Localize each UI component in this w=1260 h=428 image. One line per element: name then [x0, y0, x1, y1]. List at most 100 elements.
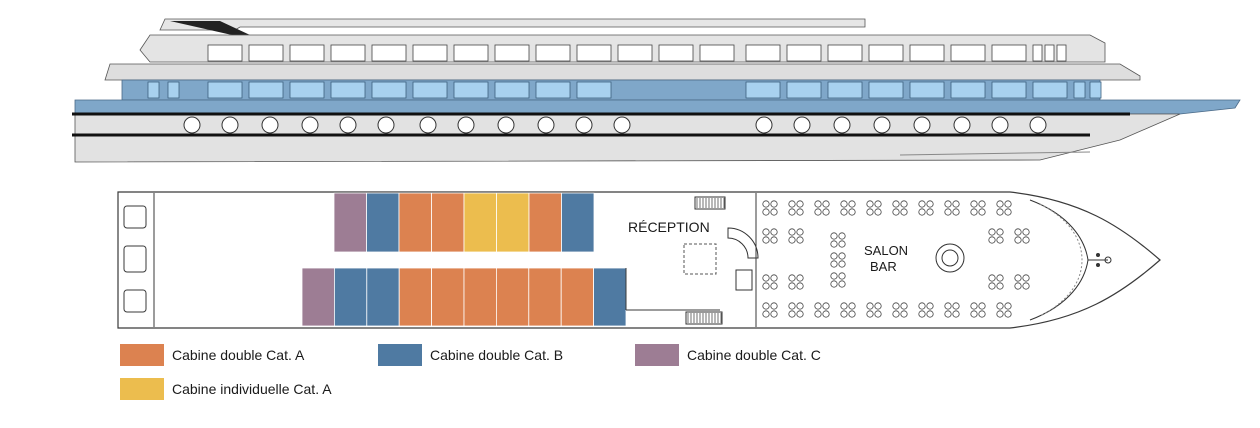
seat [848, 310, 856, 318]
seat [1022, 274, 1030, 282]
deck-window [289, 81, 325, 99]
deck-window [494, 81, 530, 99]
porthole [537, 116, 555, 134]
seating-cluster [814, 200, 830, 216]
seat [918, 208, 926, 216]
seat [1022, 236, 1030, 244]
seat [900, 310, 908, 318]
seat [840, 302, 848, 310]
porthole [221, 116, 239, 134]
waterline [899, 151, 1091, 156]
reception-label: RÉCEPTION [628, 219, 710, 235]
upper-window [330, 44, 366, 62]
seat [830, 260, 838, 268]
seat [822, 310, 830, 318]
seating-cluster [788, 302, 804, 318]
deck-window [909, 81, 945, 99]
seat [996, 302, 1004, 310]
deck-window [1032, 81, 1068, 99]
seat [926, 302, 934, 310]
seating-cluster [840, 200, 856, 216]
seat [874, 200, 882, 208]
funnel-stripe [170, 21, 250, 35]
seat [770, 310, 778, 318]
deck-plan: RÉCEPTION SALON BAR [117, 191, 1161, 329]
seat [796, 274, 804, 282]
seat [944, 310, 952, 318]
seating-cluster [944, 302, 960, 318]
stair-bottom-steps [687, 313, 722, 323]
seating-cluster [788, 228, 804, 244]
cabin-cat-a-double [463, 267, 497, 327]
seat [988, 274, 996, 282]
seat [1014, 282, 1022, 290]
seat [866, 310, 874, 318]
cabin-cat-a-single [463, 192, 497, 253]
upper-window [786, 44, 822, 62]
seat [996, 200, 1004, 208]
seat [996, 310, 1004, 318]
deck-window [330, 81, 366, 99]
cabin-cat-a-double [528, 267, 562, 327]
cabin-cat-a-double [431, 192, 465, 253]
seat [892, 310, 900, 318]
salon-label: SALON [864, 243, 908, 258]
hull-portholes [183, 116, 1047, 134]
hull-blue-stripe [74, 99, 1241, 115]
seat [770, 200, 778, 208]
seat [770, 302, 778, 310]
upper-window-small [1044, 44, 1055, 62]
deck-window [371, 81, 407, 99]
seat [996, 274, 1004, 282]
seat [788, 228, 796, 236]
seat [770, 228, 778, 236]
porthole [339, 116, 357, 134]
upper-window [535, 44, 571, 62]
seat [830, 232, 838, 240]
deck-window [453, 81, 489, 99]
seating-cluster [814, 302, 830, 318]
seat [788, 274, 796, 282]
seat [788, 310, 796, 318]
seat [796, 200, 804, 208]
seat [970, 208, 978, 216]
seat [762, 200, 770, 208]
seat [996, 228, 1004, 236]
upper-window [494, 44, 530, 62]
seat [796, 208, 804, 216]
spiral-staircase [727, 227, 759, 259]
deck-window-small [1073, 81, 1086, 99]
deck-outline [117, 191, 1161, 329]
seat [762, 302, 770, 310]
seating-cluster [918, 200, 934, 216]
seat [866, 200, 874, 208]
porthole [1029, 116, 1047, 134]
seat [830, 240, 838, 248]
ship-side-view [72, 18, 1241, 163]
deck-window [868, 81, 904, 99]
upper-window [950, 44, 986, 62]
seat [892, 200, 900, 208]
deck-window [412, 81, 448, 99]
seat [978, 208, 986, 216]
upper-window [617, 44, 653, 62]
seat [822, 200, 830, 208]
seat [918, 302, 926, 310]
porthole [833, 116, 851, 134]
seat [838, 260, 846, 268]
seat [770, 236, 778, 244]
seat [848, 208, 856, 216]
seat [762, 228, 770, 236]
seat [796, 310, 804, 318]
seat [814, 208, 822, 216]
bow-bench-hatch [1039, 203, 1083, 317]
seating-cluster [970, 302, 986, 318]
seating-cluster [918, 302, 934, 318]
seat [762, 282, 770, 290]
reception-desk [683, 243, 717, 275]
seat [866, 208, 874, 216]
cabin-cat-a-double [528, 192, 562, 253]
seat [838, 272, 846, 280]
seat [788, 302, 796, 310]
seating-cluster [788, 200, 804, 216]
